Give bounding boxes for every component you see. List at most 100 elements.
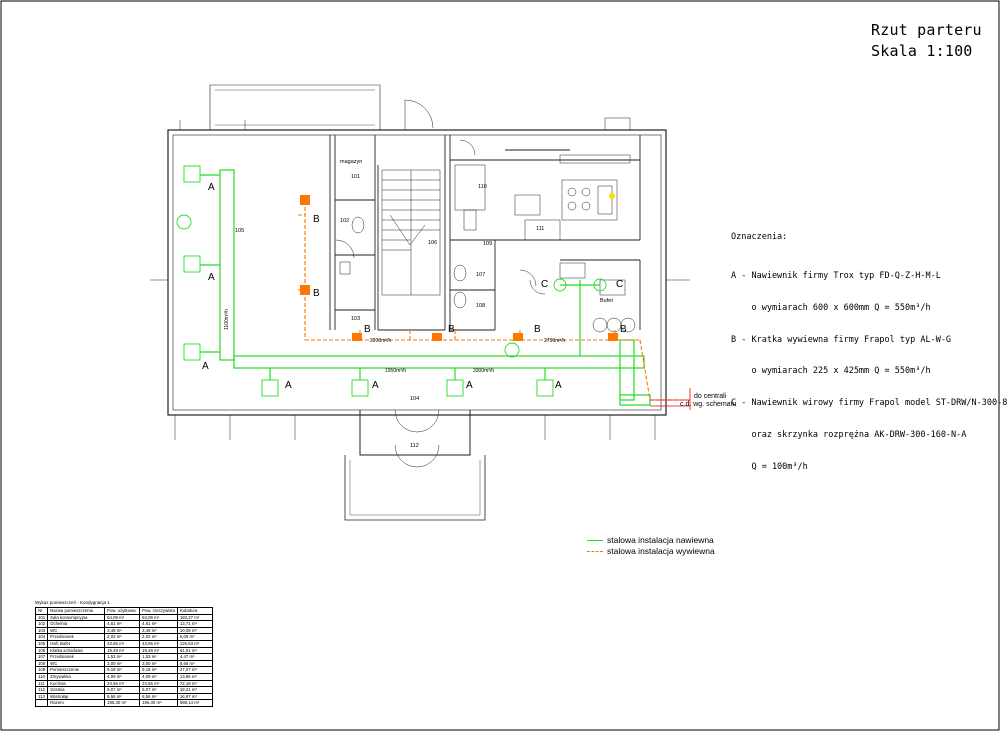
table-cell: 111 <box>34 679 49 688</box>
plant-connection-note: do centrali c.d. wg. schematu <box>680 393 736 409</box>
entrance-steps <box>344 455 486 521</box>
plant-note-line-1: do centrali <box>694 393 727 400</box>
terminal-labels: A A A A A A A B B B B B B C C <box>202 182 627 391</box>
table-cell: 27,07 m³ <box>176 666 213 674</box>
label-B: B <box>534 324 541 335</box>
table-cell: 8,66 m³ <box>176 659 213 668</box>
table-cell: Szatnia <box>47 686 106 694</box>
supply-main <box>233 355 645 369</box>
table-cell: 3,48 m² <box>104 626 141 635</box>
outer-wall-outline <box>167 129 667 416</box>
table-cell: 9,18 m² <box>104 666 141 674</box>
diffuser-A <box>183 165 201 183</box>
label-A: A <box>202 361 209 372</box>
flow-labels: 2750m³/h 2200m³/h 1950m³/h 3300m³/h 1100… <box>224 309 565 374</box>
grille-B <box>352 333 362 341</box>
table-cell: Sala konsumpcyjna <box>47 613 106 622</box>
table-cell: 108 <box>34 659 49 668</box>
legend-line: B - Kratka wywiewna firmy Frapol typ AL-… <box>731 334 952 345</box>
title-line-2: Skala 1:100 <box>871 42 973 60</box>
room-labels: magazyn Bufet 101 102 103 104 105 106 10… <box>235 159 613 449</box>
diffuser-A <box>261 379 279 397</box>
table-cell: 104 <box>34 633 49 641</box>
exhaust-label: stalowa instalacja wywiewna <box>607 546 715 556</box>
table-cell: 102 <box>34 620 49 628</box>
room-number: 106 <box>428 240 437 246</box>
supply-ducts <box>200 169 651 406</box>
table-cell: WC <box>47 659 106 668</box>
table-cell: WC <box>47 626 106 635</box>
table-cell: 24,56 m² <box>139 679 178 688</box>
table-cell: 105 <box>34 639 49 648</box>
table-cell: 4,47 m³ <box>176 653 213 661</box>
table-cell: Pomieszczenie <box>47 666 106 674</box>
flow-rate: 1950m³/h <box>385 368 406 374</box>
label-B: B <box>448 324 455 335</box>
table-cell: 64,09 m² <box>104 613 141 622</box>
table-cell: 2,02 m² <box>104 633 141 641</box>
diffuser-A <box>446 379 464 397</box>
table-cell: 13,95 m³ <box>176 672 213 681</box>
legend-line: o wymiarach 225 x 425mm Q = 550m³/h <box>731 366 931 377</box>
table-cell: 106 <box>34 646 49 655</box>
grille-B <box>608 333 618 341</box>
room-number: 110 <box>478 184 487 190</box>
table-cell: 3,48 m² <box>139 626 178 635</box>
exhaust-line-swatch <box>587 551 603 552</box>
label-A: A <box>285 380 292 391</box>
grille-B <box>432 333 442 341</box>
legend-line: C - Nawiewnik wirowy firmy Frapol model … <box>731 398 1007 409</box>
exhaust-grilles <box>300 195 618 341</box>
diffuser-C <box>593 278 607 292</box>
supply-line-swatch <box>587 540 603 541</box>
label-A: A <box>208 182 215 193</box>
table-cell: 2,02 m² <box>139 633 178 641</box>
drawing-title: Rzut parteru Skala 1:100 <box>871 20 982 62</box>
table-cell: 196,30 m² <box>104 699 141 707</box>
symbols-legend: Oznaczenia: A - Nawiewnik firmy Trox typ… <box>731 211 1007 483</box>
label-B: B <box>364 324 371 335</box>
table-cell: 109 <box>34 666 49 674</box>
table-cell: 103 <box>34 626 49 635</box>
table-cell: 6,07 m² <box>139 686 178 694</box>
table-cell: 18,21 m³ <box>176 686 213 694</box>
table-cell: 183,27 m³ <box>176 613 213 622</box>
diffuser-C <box>553 278 567 292</box>
legend-line: A - Nawiewnik firmy Trox typ FD-Q-Z-H-M-… <box>731 270 941 281</box>
outer-walls <box>167 84 667 521</box>
table-cell: 113 <box>34 692 49 701</box>
label-A: A <box>555 380 562 391</box>
room-number: 108 <box>476 303 485 309</box>
inner-walls <box>329 135 641 331</box>
room-number: 112 <box>410 443 419 449</box>
table-cell: 8,56 m² <box>104 692 141 701</box>
label-A: A <box>372 380 379 391</box>
table-cell: Kubatura <box>176 607 213 615</box>
table-cell: 6,05 m³ <box>176 633 213 641</box>
label-C: C <box>541 279 548 290</box>
table-cell: 3,00 m² <box>104 659 141 668</box>
flow-rate: 2750m³/h <box>544 338 565 344</box>
table-cell: 61,01 m³ <box>176 646 213 655</box>
table-cell: 19,48 m² <box>139 646 178 655</box>
table-cell: Hall, Bufet <box>47 639 106 648</box>
table-cell: 64,09 m² <box>139 613 178 622</box>
legend-line: Q = 100m³/h <box>731 461 808 472</box>
pipe-legend-exhaust: stalowa instalacja wywiewna <box>587 546 715 557</box>
table-cell: 107 <box>34 653 49 661</box>
table-cell: 9,18 m² <box>139 666 178 674</box>
table-cell: Pow. rzeczywista <box>139 607 178 615</box>
table-cell: 101 <box>34 613 49 622</box>
table-cell: 4,61 m² <box>104 620 141 628</box>
table-cell: 4,09 m² <box>139 672 178 681</box>
